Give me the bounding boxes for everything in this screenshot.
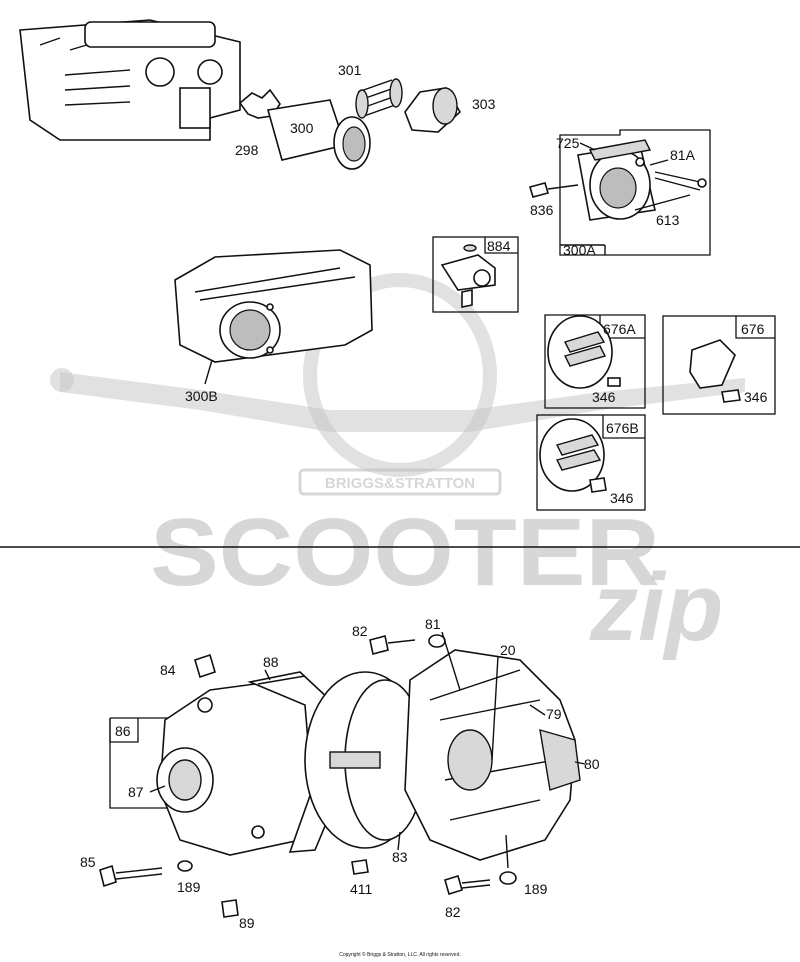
part-83-drum [304,671,426,849]
part-85-bolt [99,860,193,888]
watermark-ball [50,368,74,392]
label-79: 79 [546,706,562,722]
label-411: 411 [350,881,373,897]
label-189-a: 189 [177,879,201,895]
label-80: 80 [584,756,600,772]
label-81: 81 [425,616,441,632]
part-300B-housing [174,249,373,385]
label-20: 20 [500,642,516,658]
watermark-brand: SCOOTER [150,499,660,606]
engine-block [19,19,241,141]
copyright-text: Copyright © Briggs & Stratton, LLC. All … [339,951,461,958]
label-836: 836 [530,202,554,218]
part-81-washer [428,634,446,648]
label-346-a: 346 [592,389,616,405]
part-79-housing [404,649,581,861]
label-300A: 300A [563,242,596,258]
part-82-bolt-top [369,635,416,655]
label-86: 86 [115,723,131,739]
label-676B: 676B [606,420,639,436]
part-82-bolt-bottom [444,871,517,896]
label-301: 301 [338,62,362,78]
part-676B-cover [536,414,646,511]
label-82-bottom: 82 [445,904,461,920]
part-303-elbow [404,87,462,133]
label-82-top: 82 [352,623,368,639]
part-411-nut [351,859,369,875]
label-676: 676 [741,321,765,337]
part-676-cover [662,315,776,415]
label-346-c: 346 [610,490,634,506]
part-300A-assembly [528,129,711,256]
label-613: 613 [656,212,680,228]
label-85: 85 [80,854,96,870]
part-676A-cover [544,314,646,409]
label-300B: 300B [185,388,218,404]
watermark-badge-text: BRIGGS&STRATTON [325,475,475,492]
label-189-b: 189 [524,881,548,897]
part-301-spring [355,78,403,119]
label-346-b: 346 [744,389,768,405]
watermark: BRIGGS&STRATTON SCOOTER zip [50,273,745,661]
watermark-sub: zip [589,554,723,661]
part-884-clip [432,236,519,313]
part-89-plug [221,899,239,918]
label-84: 84 [160,662,176,678]
part-84-plug [194,653,216,679]
watermark-badge [298,468,502,496]
top-labels: 301 303 300 298 725 81A 836 613 300A 884… [185,62,768,506]
label-300: 300 [290,120,314,136]
watermark-scooter-bar [60,372,745,432]
part-300-filter [266,99,371,170]
label-81A: 81A [670,147,696,163]
label-83: 83 [392,849,408,865]
label-89: 89 [239,915,255,931]
label-884: 884 [487,238,511,254]
label-303: 303 [472,96,496,112]
label-87: 87 [128,784,144,800]
leader-lines [149,142,691,869]
label-676A: 676A [603,321,636,337]
part-86-cover [109,679,331,856]
label-298: 298 [235,142,259,158]
bottom-labels: 82 81 20 84 88 79 86 80 87 85 189 83 411… [80,616,600,931]
label-88: 88 [263,654,279,670]
label-725: 725 [556,135,580,151]
